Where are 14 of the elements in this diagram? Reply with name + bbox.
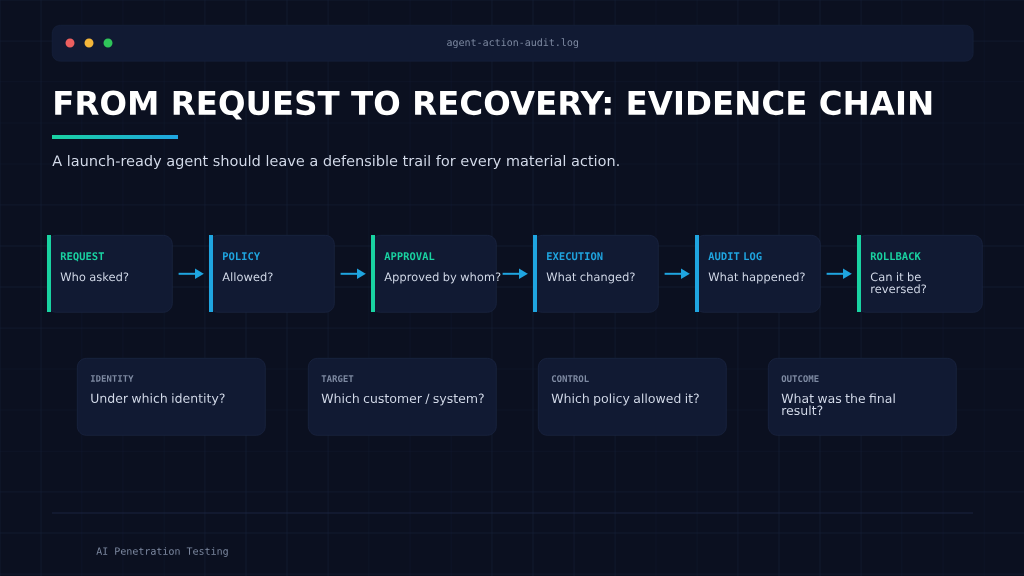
step-card: ROLLBACK Can it be reversed? xyxy=(857,235,983,313)
subtitle: A launch-ready agent should leave a defensible trail for every material action. xyxy=(52,155,619,169)
question-card: IDENTITY Under which identity? xyxy=(77,358,266,436)
step-card: REQUEST Who asked? xyxy=(47,235,173,313)
question-card: TARGET Which customer / system? xyxy=(308,358,497,436)
step-card: AUDIT LOG What happened? xyxy=(695,235,821,313)
question-card: OUTCOME What was the final result? xyxy=(768,358,957,436)
question-card: CONTROL Which policy allowed it? xyxy=(538,358,727,436)
window-title-bar: agent-action-audit.log xyxy=(52,25,974,62)
step-card: EXECUTION What changed? xyxy=(533,235,659,313)
step-card: APPROVAL Approved by whom? xyxy=(371,235,501,313)
footer-text: AI Penetration Testing xyxy=(96,547,228,557)
title: FROM REQUEST TO RECOVERY: EVIDENCE CHAIN xyxy=(55,90,932,120)
step-card: POLICY Allowed? xyxy=(209,235,335,313)
